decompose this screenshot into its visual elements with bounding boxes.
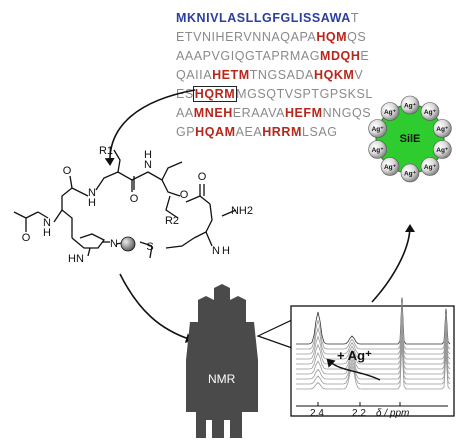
spectrum-trace [296,302,451,350]
amide-h-left: H [43,227,51,239]
spectrum-trace [296,307,451,355]
silver-ion-label: Ag⁺ [436,147,449,154]
silver-ion [420,157,440,176]
carbonyl-o-1: O [63,165,72,177]
silver-ion-label: Ag⁺ [424,164,437,171]
spectrum-trace [296,327,451,375]
silver-ion [400,163,420,183]
ag-addition-arrow [326,358,381,381]
hxxm-motif: MNEH [193,106,233,120]
imidazole-hn-label: HN [68,253,84,265]
silver-ion-label: Ag⁺ [372,147,385,154]
sequence-segment: MGSQTVSPTGPSKSL [236,87,373,101]
x-tick-2-2: 2.2 [352,408,366,419]
silver-ion-label: Ag⁺ [404,103,417,110]
spectrum-trace [296,342,451,390]
r2-label: R2 [165,215,179,227]
silver-ion [368,140,387,159]
sequence-segment: NNGQS [322,106,372,120]
silver-ion [380,157,400,176]
sequence-line: GPHQAMAEAHRRMLSAG [176,123,373,142]
silver-ion-label: Ag⁺ [372,126,385,133]
silver-ion-label: Ag⁺ [384,109,397,116]
peptide-structure [13,149,237,259]
signal-peptide: MKNIVLASLLGFGLISSAWA [176,11,351,25]
spectrum-trace [296,317,451,365]
carbonyl-o-4: O [198,171,207,183]
arrow-molecule-to-nmr [119,273,194,343]
callout-pointer [256,319,293,349]
amide-h-3: H [144,149,152,161]
hxxm-motif: HQM [316,30,348,44]
sequence-line: AAAPVGIQGTAPRMAGMDQHE [176,47,373,66]
hxxm-motif: HETM [212,68,250,82]
sile-label: SilE [399,133,421,145]
amide-h-2: H [88,197,96,209]
silver-ion [400,95,420,115]
silver-ion [380,102,400,121]
r1-label: R1 [99,145,113,157]
arrow-nmr-to-sile [371,224,415,303]
amide-o-left: O [22,232,31,244]
spectrum-trace [296,322,451,370]
x-tick-2-4: 2.4 [310,408,324,419]
nmr-magnet [186,284,258,438]
amide-n-2: N [88,187,96,199]
spectrum-trace [296,297,451,345]
ag-addition-label: + Ag⁺ [337,348,372,363]
hxxm-motif: HQAM [195,125,236,139]
silver-ion-label: Ag⁺ [424,109,437,116]
sequence-segment: QS [347,30,367,44]
hxxm-motif: HRRM [262,125,302,139]
nmr-label: NMR [208,372,236,386]
hxxm-motif: HEFM [284,106,323,120]
sequence-segment: LSAG [301,125,338,139]
hxxm-motif: HQKM [314,68,355,82]
sequence-segment: E [360,49,370,63]
sequence-line: QAIIAHETMTNGSADAHQKMV [176,66,373,85]
sile-cluster: Ag⁺ Ag⁺ Ag⁺ Ag⁺ Ag⁺ Ag⁺ Ag⁺ Ag⁺ Ag⁺ Ag⁺ [368,95,452,183]
sulfur-label: S [146,241,153,253]
imidazole-n-label: N [110,238,118,250]
sequence-segment: V [354,68,364,82]
sequence-segment: GP [176,125,196,139]
sequence-segment: AA [176,106,194,120]
amide-n-left: N [43,217,51,229]
nh2-label: NH2 [231,205,253,217]
amide-h-right: H [222,245,230,257]
metal-sphere [120,236,136,252]
sequence-line: AAMNEHERAAVAHEFMNNGQS [176,104,373,123]
highlighted-motif: HQRM [192,86,238,102]
sequence-line: ETVNIHERVNNAQAPAHQMQS [176,28,373,47]
sequence-segment: AAAPVGIQGTAPRMAG [176,49,321,63]
sequence-segment: AEA [235,125,263,139]
spectrum-trace [296,332,451,380]
x-axis-unit: δ / ppm [376,408,410,419]
silver-ion-label: Ag⁺ [404,171,417,178]
amide-n-3: N [144,159,152,171]
silver-ion [420,102,440,121]
sequence-segment: T [350,11,360,25]
spectrum-trace [296,312,451,360]
hxxm-motif: MDQH [320,49,361,63]
arrow-motif-to-molecule [104,89,196,166]
nmr-spectra [296,297,451,390]
sequence-segment: ETVNIHERVNNAQAPA [176,30,317,44]
carbonyl-o-2: O [130,193,139,205]
silver-ion [433,119,452,138]
silver-ion-label: Ag⁺ [384,164,397,171]
amide-n-right: N [212,245,220,257]
sequence-line: ESHQRMMGSQTVSPTGPSKSL [176,85,373,104]
spectrum-trace [296,337,451,385]
silver-ion [368,119,387,138]
sequence-segment: ERAAVA [232,106,285,120]
sequence-line: MKNIVLASLLGFGLISSAWAT [176,9,373,28]
carbonyl-o-3: O [180,189,189,201]
sequence-segment: QAIIA [176,68,213,82]
silver-ion-label: Ag⁺ [436,126,449,133]
silver-ion [433,140,452,159]
sequence-segment: TNGSADA [249,68,314,82]
